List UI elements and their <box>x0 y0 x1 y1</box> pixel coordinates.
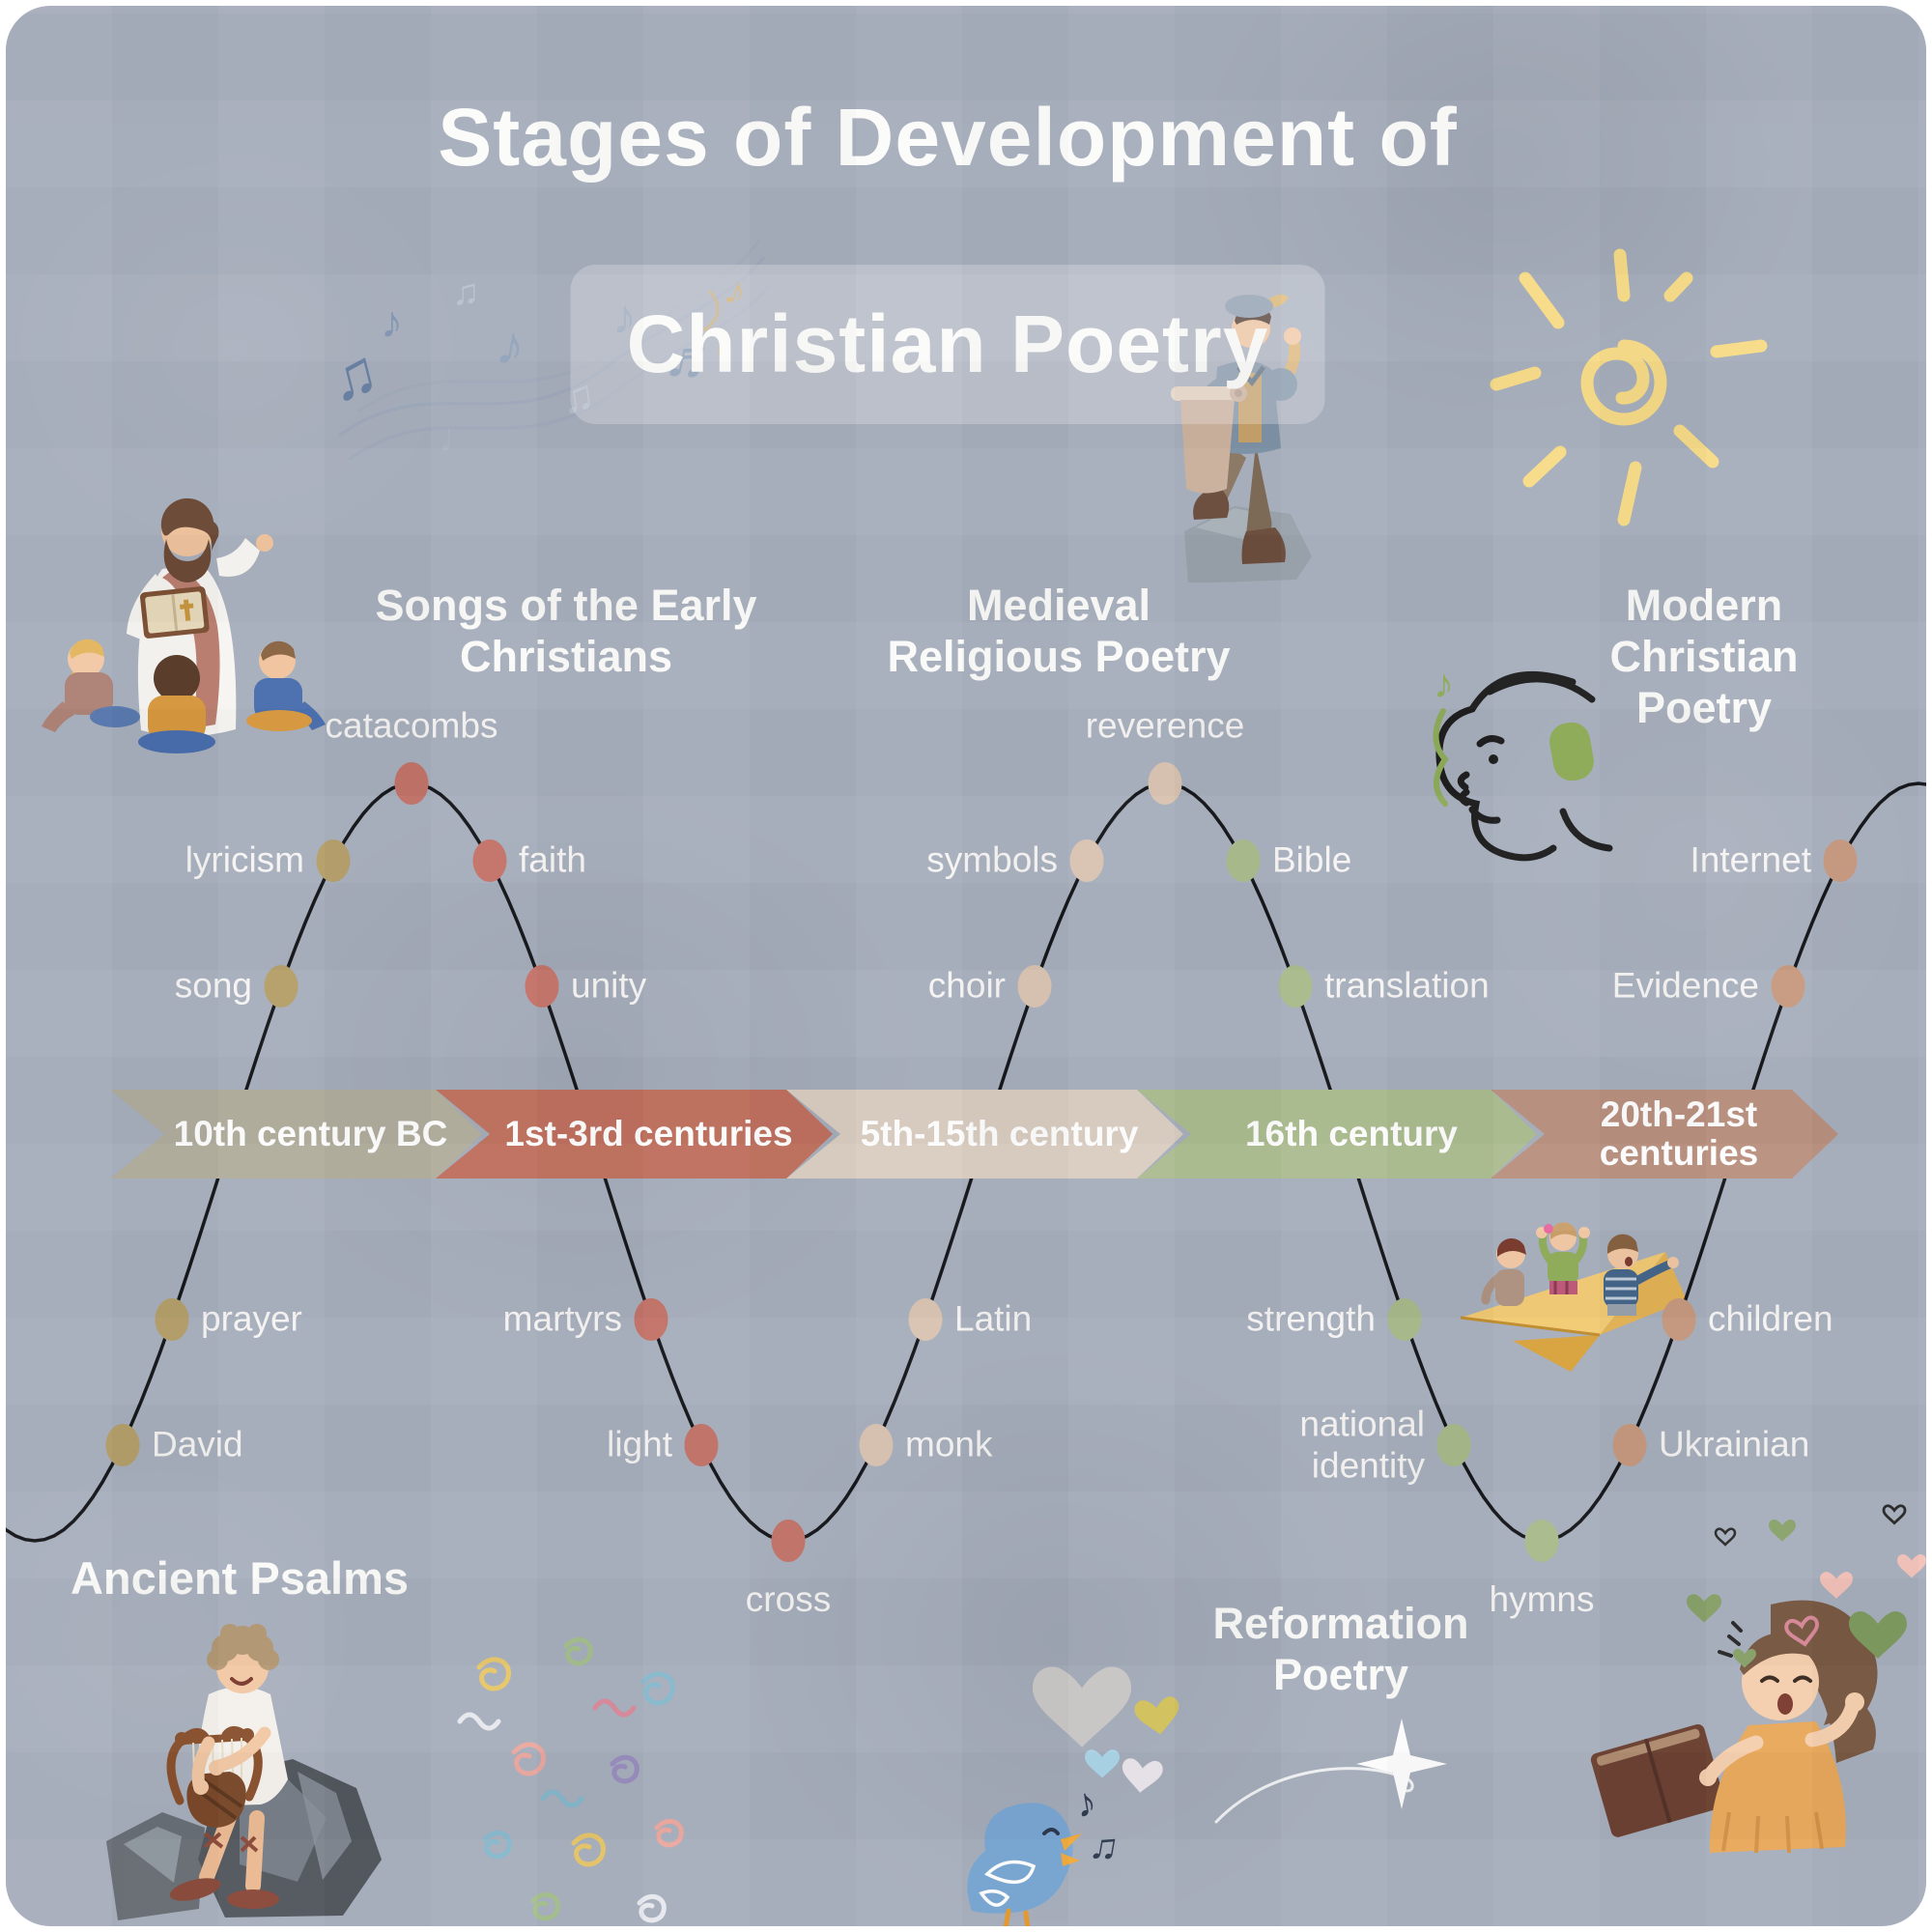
david-playing-lyre-icon <box>106 1624 382 1920</box>
sun-doodle-icon <box>1490 248 1768 526</box>
timeline-arrow-label: 20th-21st centuries <box>1599 1094 1759 1173</box>
wave-keyword-label: unity <box>571 965 647 1006</box>
wave-keyword-label: light <box>607 1424 672 1464</box>
wave-dot <box>1148 762 1182 805</box>
wave-keyword-label: lyricism <box>185 839 304 880</box>
wave-keyword-label: translation <box>1324 965 1490 1006</box>
wave-keyword-label: reverence <box>1085 705 1245 746</box>
wave-dot <box>394 762 429 805</box>
swirl-line-icon <box>1214 1767 1414 1824</box>
page-title-box: Christian Poetry <box>570 265 1325 424</box>
wave-dot <box>1771 965 1805 1008</box>
wave-keyword-label: martyrs <box>502 1298 622 1339</box>
wave-dot <box>1017 965 1052 1008</box>
singing-bluebird-icon: ♪ ♫ <box>967 1778 1122 1926</box>
page-title-line2: Christian Poetry <box>626 298 1269 389</box>
infographic-card: ♫ ♪ ♩ ♪ ♫ ♪ ♬ ♪ ♫ <box>6 6 1926 1926</box>
svg-text:♪: ♪ <box>612 290 637 344</box>
timeline-arrow-label: 5th-15th century <box>860 1114 1139 1154</box>
wave-dot <box>1524 1520 1559 1562</box>
wave-keyword-label: catacombs <box>325 705 498 746</box>
svg-text:♫: ♫ <box>558 369 598 423</box>
svg-text:♫: ♫ <box>452 272 480 313</box>
wave-dot <box>1069 839 1104 882</box>
wave-dot <box>684 1424 719 1466</box>
wave-dot <box>771 1520 806 1562</box>
wave-dot <box>1226 839 1261 882</box>
wave-keyword-label: monk <box>905 1424 993 1464</box>
stage-heading-reformation-poetry: Reformation Poetry <box>1212 1599 1469 1700</box>
wave-dot <box>1387 1298 1422 1341</box>
timeline-arrow-label: 10th century BC <box>173 1114 448 1154</box>
stage-heading-early-christian-songs: Songs of the Early Christians <box>375 581 757 682</box>
timeline-arrow-early-christian-songs: 1st-3rd centuries <box>436 1090 833 1179</box>
wave-dot <box>1662 1298 1696 1341</box>
timeline-arrow-modern-christian-poetry: 20th-21st centuries <box>1491 1090 1838 1179</box>
stage-heading-medieval-religious-poetry: Medieval Religious Poetry <box>887 581 1231 682</box>
wave-dot <box>634 1298 668 1341</box>
wave-keyword-label: song <box>174 965 252 1006</box>
wave-keyword-label: Latin <box>954 1298 1033 1339</box>
svg-text:♩: ♩ <box>439 414 479 460</box>
wave-dot <box>105 1424 140 1466</box>
wave-dot <box>1612 1424 1647 1466</box>
wave-keyword-label: cross <box>745 1579 832 1619</box>
svg-text:♪: ♪ <box>1434 661 1454 706</box>
timeline-arrow-label: 16th century <box>1244 1114 1458 1154</box>
svg-text:♬: ♬ <box>660 322 730 397</box>
wave-keyword-label: hymns <box>1489 1579 1595 1619</box>
wave-dot <box>155 1298 189 1341</box>
medieval-man-with-scroll-icon <box>1171 294 1312 582</box>
stage-heading-modern-christian-poetry: Modern Christian Poetry <box>1609 581 1799 733</box>
timeline-arrow-label: 1st-3rd centuries <box>504 1114 793 1154</box>
music-notes-flourish-icon: ♫ ♪ ♩ ♪ ♫ ♪ ♬ ♪ ♫ <box>325 240 771 462</box>
hearts-group-icon <box>1033 1666 1179 1793</box>
wave-keyword-label: Evidence <box>1611 965 1759 1006</box>
page-title-line1: Stages of Development of <box>438 92 1458 183</box>
wave-keyword-label: Ukrainian <box>1659 1424 1810 1464</box>
wave-keyword-label: strength <box>1246 1298 1376 1339</box>
wave-keyword-label: children <box>1708 1298 1833 1339</box>
wave-dot <box>316 839 351 882</box>
confetti-swirls-icon <box>457 1636 684 1923</box>
svg-text:♪: ♪ <box>1072 1778 1100 1827</box>
wave-dot <box>525 965 559 1008</box>
svg-text:♪: ♪ <box>492 312 530 379</box>
timeline-arrow-reformation-poetry: 16th century <box>1137 1090 1537 1179</box>
wave-keyword-label: national identity <box>1299 1404 1425 1485</box>
timeline-arrow-ancient-psalms: 10th century BC <box>110 1090 482 1179</box>
svg-text:♫: ♫ <box>1087 1823 1122 1870</box>
wave-dot <box>1436 1424 1471 1466</box>
wave-keyword-label: Internet <box>1690 839 1811 880</box>
wave-keyword-label: prayer <box>201 1298 302 1339</box>
wave-dot <box>859 1424 894 1466</box>
timeline-arrow-medieval-religious-poetry: 5th-15th century <box>786 1090 1183 1179</box>
jesus-reading-to-children-icon <box>42 497 326 753</box>
svg-text:♪: ♪ <box>381 297 403 347</box>
wave-keyword-label: David <box>152 1424 243 1464</box>
wave-keyword-label: symbols <box>926 839 1058 880</box>
wave-keyword-label: choir <box>927 965 1006 1006</box>
wave-dot <box>1823 839 1858 882</box>
wave-keyword-label: faith <box>519 839 586 880</box>
wave-dot <box>1278 965 1313 1008</box>
wave-dot <box>472 839 507 882</box>
wave-dot <box>908 1298 943 1341</box>
wave-dot <box>264 965 298 1008</box>
stage-heading-ancient-psalms: Ancient Psalms <box>70 1552 410 1604</box>
wave-keyword-label: Bible <box>1272 839 1352 880</box>
svg-text:♫: ♫ <box>325 334 385 415</box>
hearts-cluster-icon <box>1687 1504 1926 1668</box>
sparkle-star-icon <box>1356 1719 1447 1809</box>
